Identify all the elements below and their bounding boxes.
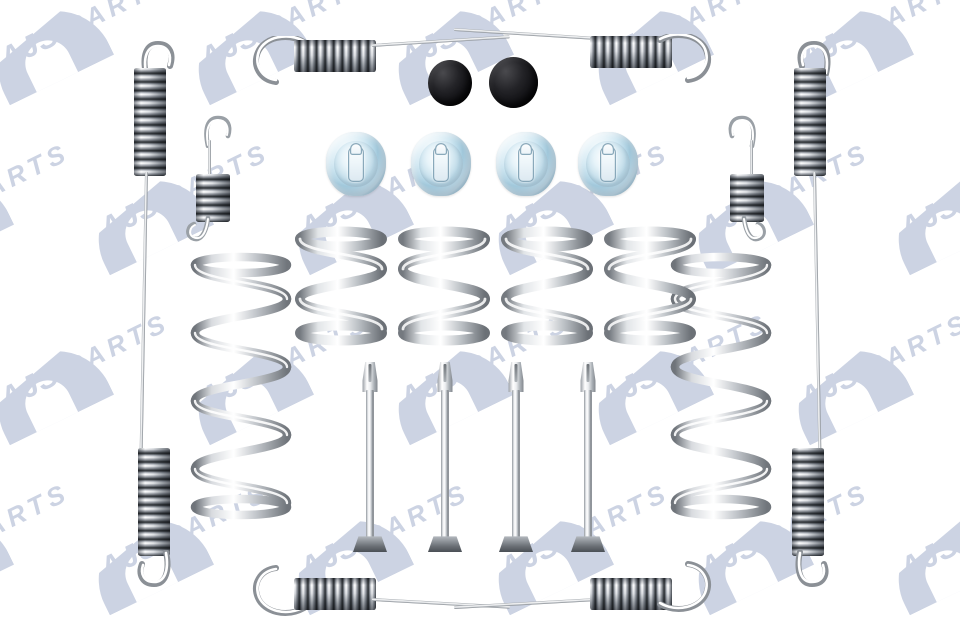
hold-down-pin-4 [570,362,606,552]
hold-down-spring-4 [602,226,698,346]
retainer-cup-3 [496,132,556,196]
pin-shaft [366,390,374,540]
pin-shaft [441,390,449,540]
coil-body [294,578,376,610]
tall-coil-spring-left [186,252,296,520]
spring-wire-shaft [750,140,753,178]
retainer-cup-1 [326,132,386,196]
spring-wire-shaft [139,171,149,454]
coil-body [792,448,824,556]
hold-down-spring-3 [499,226,595,346]
hold-down-spring-1 [293,226,389,346]
pin-head [428,536,462,552]
pin-tip [580,362,596,392]
coil-body [138,448,170,556]
spring-wire-shaft [208,140,211,178]
adjuster-spring-lower-left [120,446,180,596]
coil-body [134,68,166,176]
hold-down-pin-3 [498,362,534,552]
pin-shaft [512,390,520,540]
hold-down-spring-2 [396,226,492,346]
cup-keyhole-slot [347,142,365,182]
retainer-cup-2 [411,132,471,196]
hold-down-pin-1 [352,362,388,552]
cup-keyhole-slot [517,142,535,182]
retainer-cup-4 [578,132,638,196]
coil-body [794,68,826,176]
bottom-return-spring-right [453,560,714,620]
spring-wire-shaft [813,171,822,454]
coil-body [196,174,230,222]
short-hook-spring-left [186,112,250,242]
pin-tip [508,362,524,392]
cup-keyhole-slot [432,142,450,182]
short-hook-spring-right [712,112,772,242]
adjuster-spring-outer-right [780,38,840,458]
pin-tip [362,362,378,392]
rubber-plug-2 [489,57,538,108]
pin-tip [437,362,453,392]
pin-shaft [584,390,592,540]
spring-wire-arm [453,28,594,41]
spring-wire-arm [453,598,594,610]
cup-keyhole-slot [599,142,617,182]
coil-body [294,40,376,72]
hold-down-pin-2 [427,362,463,552]
adjuster-spring-lower-right [780,446,840,596]
rubber-plug-1 [428,60,472,106]
coil-body [730,174,764,222]
adjuster-spring-outer-left [120,38,180,458]
